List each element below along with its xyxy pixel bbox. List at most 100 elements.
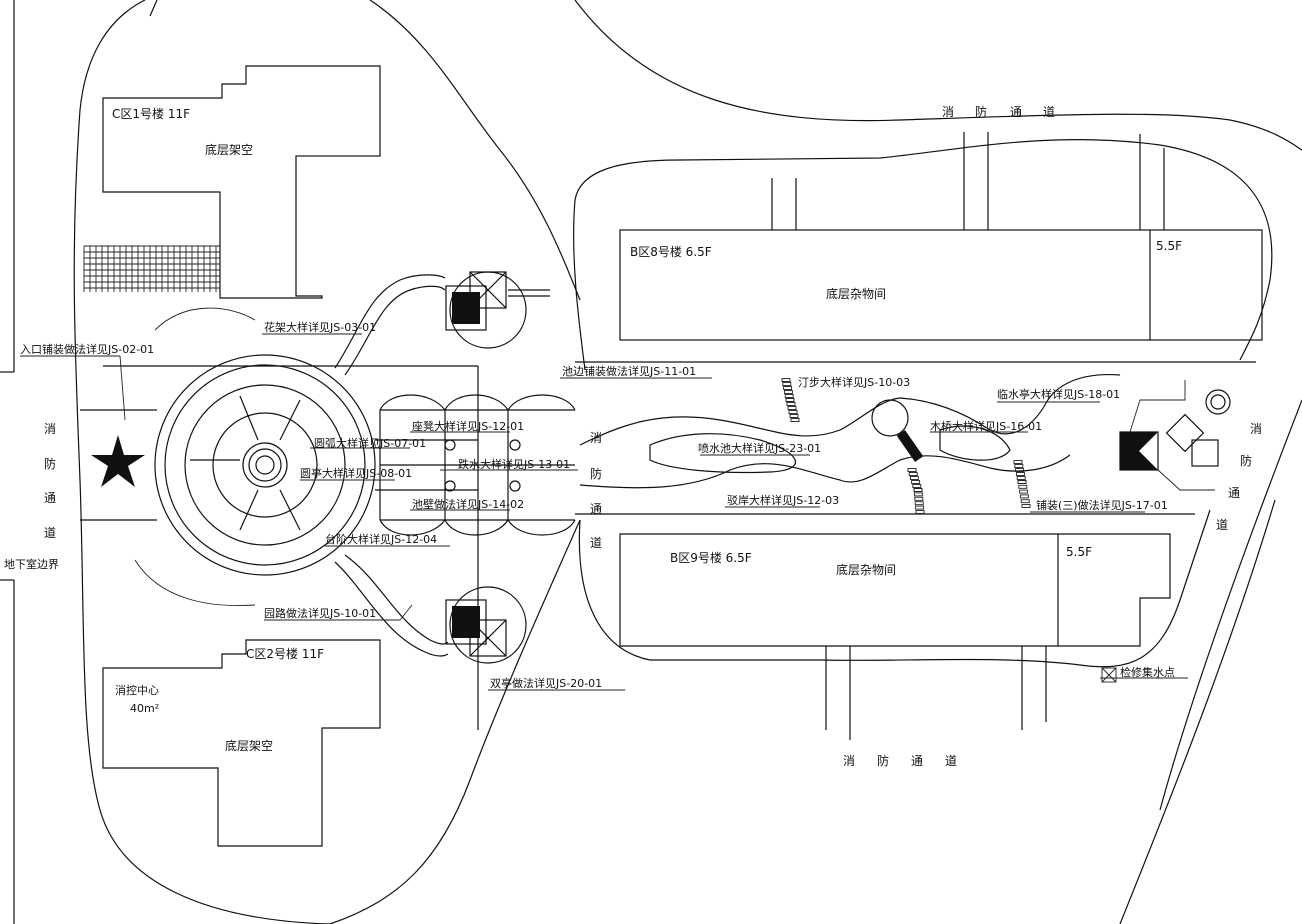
central-plaza [80, 307, 575, 730]
callout-spray-pool: 喷水池大样详见JS-23-01 [698, 441, 821, 455]
stepping-stone [1015, 468, 1025, 472]
stepping-stone [1021, 504, 1031, 508]
stepping-stone [1019, 489, 1029, 494]
garden-paths [334, 274, 550, 657]
stepping-stone [784, 394, 794, 398]
stepping-stone [915, 510, 925, 514]
stream [575, 361, 1256, 515]
b9-ground: 底层杂物间 [836, 562, 896, 577]
callout-waterside-pavilion: 临水亭大样详见JS-18-01 [997, 387, 1120, 401]
fire-lane-north-1: 消 [942, 105, 954, 119]
building-labels: C区1号楼 11F 底层架空 C区2号楼 11F 消控中心 40m² 底层架空 … [4, 106, 1182, 753]
basement-boundary: 地下室边界 [4, 557, 59, 571]
callout-garden-bridge: 圆亭大样详见JS-08-01 [300, 466, 412, 480]
c2-name: C区2号楼 11F [246, 646, 324, 661]
fire-lane-west-4: 道 [44, 526, 56, 540]
stepping-stone [913, 488, 923, 492]
entrance-star [91, 435, 145, 487]
stepping-stone [1013, 460, 1023, 464]
stepping-stone [789, 414, 799, 418]
scalloped-pool [379, 394, 576, 536]
fire-lane-mid-1: 消 [590, 431, 602, 445]
fire-lane-north-2: 防 [975, 104, 987, 119]
fire-lane-east-4: 道 [1216, 518, 1228, 532]
c1-name: C区1号楼 11F [112, 106, 190, 121]
stepping-stone [911, 480, 921, 484]
callout-garden-path: 园路做法详见JS-10-01 [264, 606, 376, 620]
c2-ground: 底层架空 [225, 738, 273, 753]
callout-labels: 入口铺装做法详见JS-02-01 花架大样详见JS-03-01 池边铺装做法详见… [20, 320, 1175, 690]
fire-lane-south-4: 道 [945, 754, 957, 768]
building-b8 [619, 132, 1263, 341]
fire-lane-west-2: 防 [44, 456, 56, 471]
building-c2 [102, 639, 381, 847]
callout-steps: 台阶大样详见JS-12-04 [325, 532, 437, 546]
stepping-stone [1020, 499, 1030, 504]
stepping-stone [913, 488, 923, 492]
stepping-stone [786, 402, 796, 406]
fire-lane-mid-2: 防 [590, 466, 602, 481]
fire-lane-east-3: 通 [1228, 486, 1240, 500]
stepping-stone [907, 468, 917, 472]
fire-lane-south-1: 消 [843, 754, 855, 768]
stepping-stone [783, 390, 793, 394]
stepping-stone [1019, 494, 1029, 499]
fire-lane-south-3: 通 [911, 754, 923, 768]
b8-name: B区8号楼 6.5F [630, 244, 712, 259]
leader-lines [20, 333, 1188, 691]
fire-lane-south-2: 防 [877, 753, 889, 768]
callout-revetment: 驳岸大样详见JS-12-03 [727, 493, 839, 507]
callout-jump-water: 跌水大样详见JS-13-01 [458, 457, 570, 471]
stepping-stone [785, 398, 795, 402]
callout-wood-bridge: 木桥大样详见JS-16-01 [930, 419, 1042, 433]
stepping-stone [915, 505, 925, 510]
callout-flower-stand: 花架大样详见JS-03-01 [264, 320, 376, 334]
b9-annex: 5.5F [1066, 545, 1092, 559]
building-b9 [619, 533, 1171, 740]
c2-area: 40m² [130, 702, 159, 715]
stepping-stone [788, 410, 798, 414]
fire-lane-labels: 消 防 通 道 消 防 通 道 消 防 通 道 消 防 通 道 消 防 通 道 [44, 104, 1262, 768]
b8-ground: 底层杂物间 [826, 286, 886, 301]
stepping-stone [912, 484, 922, 488]
stepping-stone [782, 382, 792, 386]
fire-lane-west-3: 通 [44, 491, 56, 505]
callout-round-seat: 圆弧大样详见JS-07-01 [314, 436, 426, 450]
callout-paving3: 铺装(三)做法详见JS-17-01 [1036, 498, 1168, 512]
stepping-stone [787, 406, 797, 410]
callout-stepping: 汀步大样详见JS-10-03 [798, 375, 910, 389]
fire-lane-ring [573, 139, 1273, 668]
building-c1-grid [83, 245, 220, 292]
stepping-stone [914, 501, 924, 506]
stepping-stone [1016, 476, 1026, 480]
stepping-stone [1017, 480, 1027, 484]
stepping-stone [908, 472, 918, 476]
fire-lane-north-3: 通 [1010, 105, 1022, 119]
pavilion-north [445, 271, 527, 349]
stepping-stone [913, 492, 923, 497]
stepping-stone [783, 386, 793, 390]
b8-annex: 5.5F [1156, 239, 1182, 253]
b9-name: B区9号楼 6.5F [670, 550, 752, 565]
callout-double-pavilion: 双亭做法详见JS-20-01 [490, 676, 602, 690]
callout-pool-wall: 池壁做法详见JS-14-02 [412, 497, 524, 511]
stepping-stone [1018, 484, 1028, 489]
callout-seat: 座凳大样详见JS-12-01 [412, 419, 524, 433]
c1-ground: 底层架空 [205, 142, 253, 157]
callout-entrance: 入口铺装做法详见JS-02-01 [20, 342, 154, 356]
fire-lane-west-1: 消 [44, 422, 56, 436]
pavilion-south [445, 586, 527, 664]
left-strip [0, 0, 15, 924]
building-c1 [102, 65, 381, 299]
c2-center: 消控中心 [115, 683, 159, 697]
fire-lane-north-4: 道 [1043, 105, 1055, 119]
stepping-stone [1014, 464, 1024, 468]
stepping-stone [1015, 472, 1025, 476]
stepping-stone [909, 476, 919, 480]
fire-lane-mid-3: 通 [590, 502, 602, 516]
fire-lane-east-2: 防 [1240, 453, 1252, 468]
stepping-stone [785, 398, 795, 402]
callout-drainage: 检修集水点 [1120, 665, 1175, 679]
